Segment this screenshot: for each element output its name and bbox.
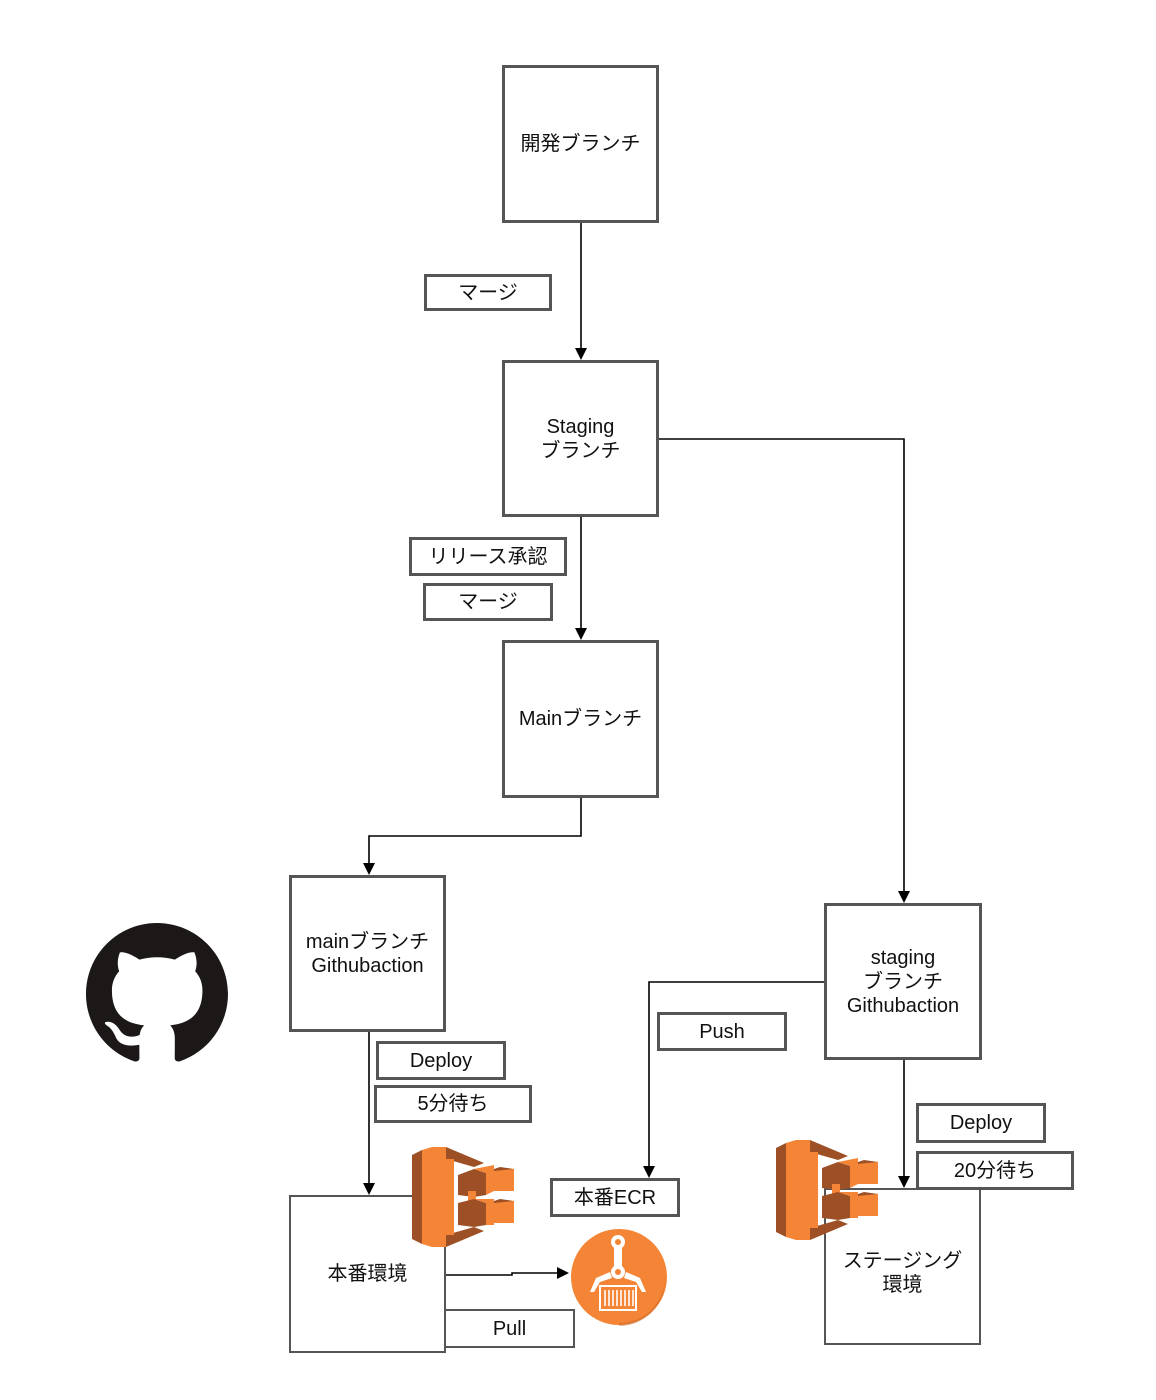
label-release-approval: リリース承認: [409, 537, 567, 576]
label-pull: Pull: [446, 1309, 575, 1348]
node-prod-env[interactable]: 本番環境: [289, 1195, 446, 1353]
label-prod-ecr: 本番ECR: [550, 1178, 680, 1217]
node-dev-branch[interactable]: 開発ブランチ: [502, 65, 659, 223]
edge-staging-ga-to-ecr: [643, 981, 825, 1178]
edge-main-to-main-ga: [363, 797, 582, 875]
edge-prod-env-to-ecr-registry: [445, 1267, 569, 1279]
node-staging-githubaction-text: staging ブランチ Githubaction: [846, 946, 960, 1017]
node-prod-env-text: 本番環境: [327, 1263, 408, 1285]
node-staging-env[interactable]: ステージング 環境: [824, 1188, 981, 1345]
aws-ecs-icon-staging: [772, 1140, 880, 1240]
github-octocat-icon: [86, 923, 228, 1065]
node-main-branch[interactable]: Mainブランチ: [502, 640, 659, 798]
node-staging-branch-text: Staging ブランチ: [540, 415, 621, 462]
node-staging-env-text: ステージング 環境: [842, 1249, 963, 1296]
label-push: Push: [657, 1012, 787, 1051]
node-staging-githubaction[interactable]: staging ブランチ Githubaction: [824, 903, 982, 1060]
node-staging-branch[interactable]: Staging ブランチ: [502, 360, 659, 517]
node-main-githubaction-text: mainブランチ Githubaction: [305, 930, 430, 977]
aws-ecs-icon-prod: [408, 1147, 516, 1247]
label-staging-deploy: Deploy: [916, 1103, 1046, 1143]
node-main-githubaction[interactable]: mainブランチ Githubaction: [289, 875, 446, 1032]
label-main-deploy: Deploy: [376, 1041, 506, 1080]
node-dev-branch-text: 開発ブランチ: [520, 133, 641, 155]
label-main-wait: 5分待ち: [374, 1085, 532, 1123]
edge-staging-to-staging-ga: [658, 438, 910, 903]
aws-ecr-registry-icon: [570, 1228, 668, 1326]
label-staging-wait: 20分待ち: [916, 1151, 1074, 1190]
label-merge-1: マージ: [424, 274, 552, 311]
label-merge-2: マージ: [423, 583, 553, 621]
node-main-branch-text: Mainブランチ: [518, 708, 643, 730]
